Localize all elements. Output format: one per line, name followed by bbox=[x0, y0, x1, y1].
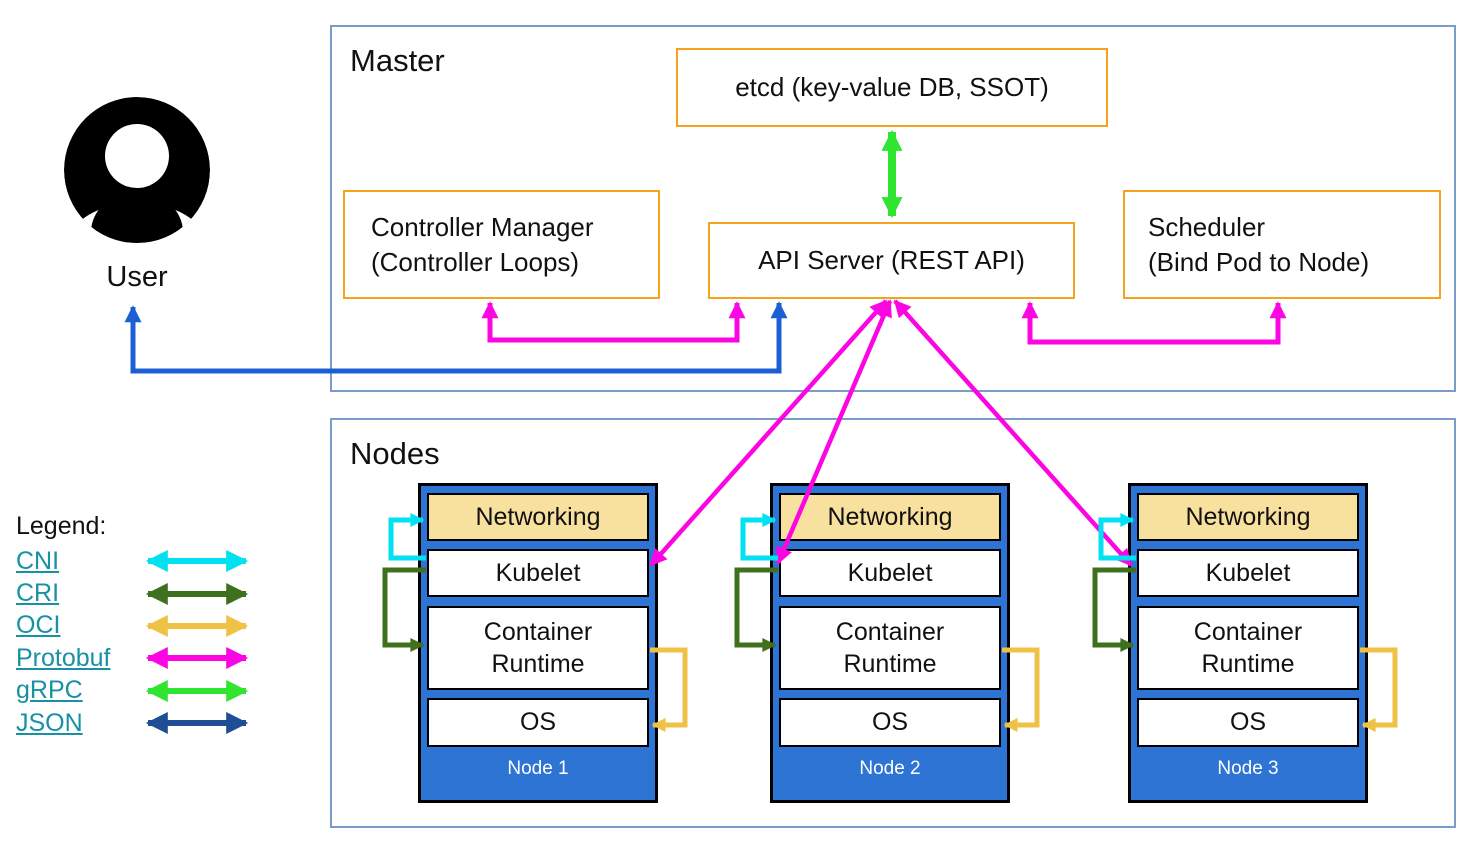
node-1-kubelet: Kubelet bbox=[427, 549, 649, 597]
nodes-title: Nodes bbox=[350, 436, 440, 471]
legend-row-oci: OCI bbox=[16, 610, 258, 642]
legend-link-cni[interactable]: CNI bbox=[16, 546, 60, 575]
api-server-box: API Server (REST API) bbox=[708, 222, 1075, 299]
legend: Legend: CNI CRI OCI Protobuf gRP bbox=[16, 512, 258, 739]
node-2-kubelet: Kubelet bbox=[779, 549, 1001, 597]
legend-arrow-oci bbox=[145, 614, 249, 637]
node-1-networking: Networking bbox=[427, 493, 649, 541]
legend-title: Legend: bbox=[16, 512, 107, 540]
legend-arrow-protobuf bbox=[145, 647, 249, 670]
user-label: User bbox=[106, 261, 168, 293]
node-2-os: OS bbox=[779, 698, 1001, 747]
node-1-os: OS bbox=[427, 698, 649, 747]
node-3-kubelet: Kubelet bbox=[1137, 549, 1359, 597]
legend-row-cni: CNI bbox=[16, 545, 258, 577]
node-2-container-runtime: Container Runtime bbox=[779, 606, 1001, 690]
user-icon bbox=[64, 97, 210, 243]
node-1-container-runtime: Container Runtime bbox=[427, 606, 649, 690]
legend-link-json[interactable]: JSON bbox=[16, 708, 83, 737]
node-2-label: Node 2 bbox=[859, 758, 921, 779]
scheduler-label-line1: Scheduler bbox=[1148, 212, 1266, 243]
legend-link-cri[interactable]: CRI bbox=[16, 579, 60, 608]
legend-arrow-grpc bbox=[145, 679, 249, 702]
etcd-box: etcd (key-value DB, SSOT) bbox=[676, 48, 1108, 127]
node-3: Networking Kubelet Container Runtime OS … bbox=[1128, 483, 1368, 803]
etcd-label: etcd (key-value DB, SSOT) bbox=[735, 72, 1049, 102]
legend-link-oci[interactable]: OCI bbox=[16, 611, 61, 640]
legend-arrow-cri bbox=[145, 582, 249, 605]
legend-row-cri: CRI bbox=[16, 577, 258, 609]
node-1: Networking Kubelet Container Runtime OS … bbox=[418, 483, 658, 803]
legend-arrow-cni bbox=[145, 550, 249, 573]
node-3-os: OS bbox=[1137, 698, 1359, 747]
controller-manager-box: Controller Manager (Controller Loops) bbox=[343, 190, 660, 299]
api-server-label: API Server (REST API) bbox=[758, 245, 1025, 275]
node-3-container-runtime: Container Runtime bbox=[1137, 606, 1359, 690]
scheduler-label-line2: (Bind Pod to Node) bbox=[1148, 246, 1370, 277]
master-title: Master bbox=[350, 43, 445, 78]
node-3-networking: Networking bbox=[1137, 493, 1359, 541]
controller-manager-label-line1: Controller Manager bbox=[371, 212, 594, 243]
legend-arrow-json bbox=[145, 712, 249, 735]
node-2-networking: Networking bbox=[779, 493, 1001, 541]
legend-row-grpc: gRPC bbox=[16, 675, 258, 707]
scheduler-box: Scheduler (Bind Pod to Node) bbox=[1123, 190, 1441, 299]
legend-row-protobuf: Protobuf bbox=[16, 642, 258, 674]
user-figure: User bbox=[63, 96, 211, 294]
legend-link-grpc[interactable]: gRPC bbox=[16, 676, 83, 705]
legend-link-protobuf[interactable]: Protobuf bbox=[16, 643, 111, 672]
node-2: Networking Kubelet Container Runtime OS … bbox=[770, 483, 1010, 803]
legend-row-json: JSON bbox=[16, 707, 258, 739]
node-3-label: Node 3 bbox=[1217, 758, 1279, 779]
controller-manager-label-line2: (Controller Loops) bbox=[371, 246, 580, 277]
node-1-label: Node 1 bbox=[507, 758, 569, 779]
